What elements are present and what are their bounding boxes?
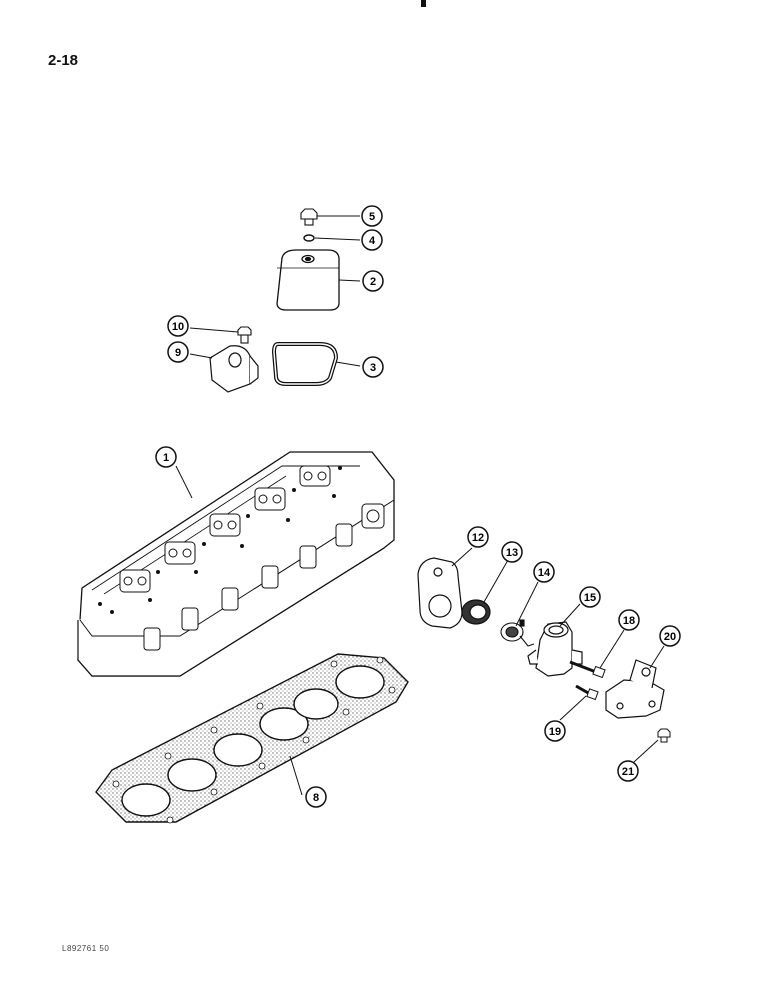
housing-bolt-illustration (569, 660, 606, 679)
bracket-bolt-illustration (237, 326, 252, 344)
callout-label: 3 (370, 362, 376, 374)
thermostat-illustration (500, 619, 535, 647)
housing-bolt-short-illustration (575, 684, 599, 701)
callout-5: 5 (361, 205, 383, 227)
page-number: 2-18 (48, 52, 79, 69)
callout-label: 12 (472, 532, 484, 544)
callout-21: 21 (617, 760, 639, 782)
callout-12: 12 (467, 526, 489, 548)
callout-2: 2 (362, 270, 384, 292)
callout-4: 4 (361, 229, 383, 251)
callout-label: 18 (623, 615, 635, 627)
cover-bolt-illustration (300, 208, 318, 226)
rear-bracket-bolt-illustration (657, 728, 671, 743)
rear-lifting-bracket-illustration (605, 659, 665, 719)
callout-1: 1 (155, 446, 177, 468)
cylinder-head-illustration (77, 451, 395, 677)
callout-label: 14 (538, 567, 551, 579)
callout-label: 9 (175, 347, 181, 359)
callout-18: 18 (618, 609, 640, 631)
callout-13: 13 (501, 541, 523, 563)
callout-9: 9 (167, 341, 189, 363)
callout-10: 10 (167, 315, 189, 337)
callout-15: 15 (579, 586, 601, 608)
callout-label: 10 (172, 321, 184, 333)
callout-20: 20 (659, 625, 681, 647)
callout-8: 8 (305, 786, 327, 808)
top-edge-mark (421, 0, 426, 7)
callout-label: 2 (370, 276, 376, 288)
seal-illustration (461, 599, 491, 625)
thermostat-gasket-illustration (417, 557, 463, 629)
thermostat-housing-illustration (527, 621, 583, 677)
callout-label: 8 (313, 792, 319, 804)
washer-illustration (303, 234, 315, 242)
callout-label: 21 (622, 766, 634, 778)
callout-label: 20 (664, 631, 676, 643)
head-gasket-illustration (95, 653, 409, 824)
callout-label: 1 (163, 452, 169, 464)
callout-3: 3 (362, 356, 384, 378)
callout-label: 15 (584, 592, 596, 604)
callout-label: 19 (549, 726, 561, 738)
callout-19: 19 (544, 720, 566, 742)
figure-reference-code: L892761 50 (62, 944, 110, 953)
callout-14: 14 (533, 561, 555, 583)
cover-gasket-illustration (271, 342, 339, 386)
callout-label: 4 (369, 235, 376, 247)
leader-lines (175, 215, 665, 796)
callout-label: 13 (506, 547, 518, 559)
rocker-cover-illustration (276, 249, 340, 311)
lifting-bracket-illustration (209, 345, 259, 393)
callout-label: 5 (369, 211, 375, 223)
